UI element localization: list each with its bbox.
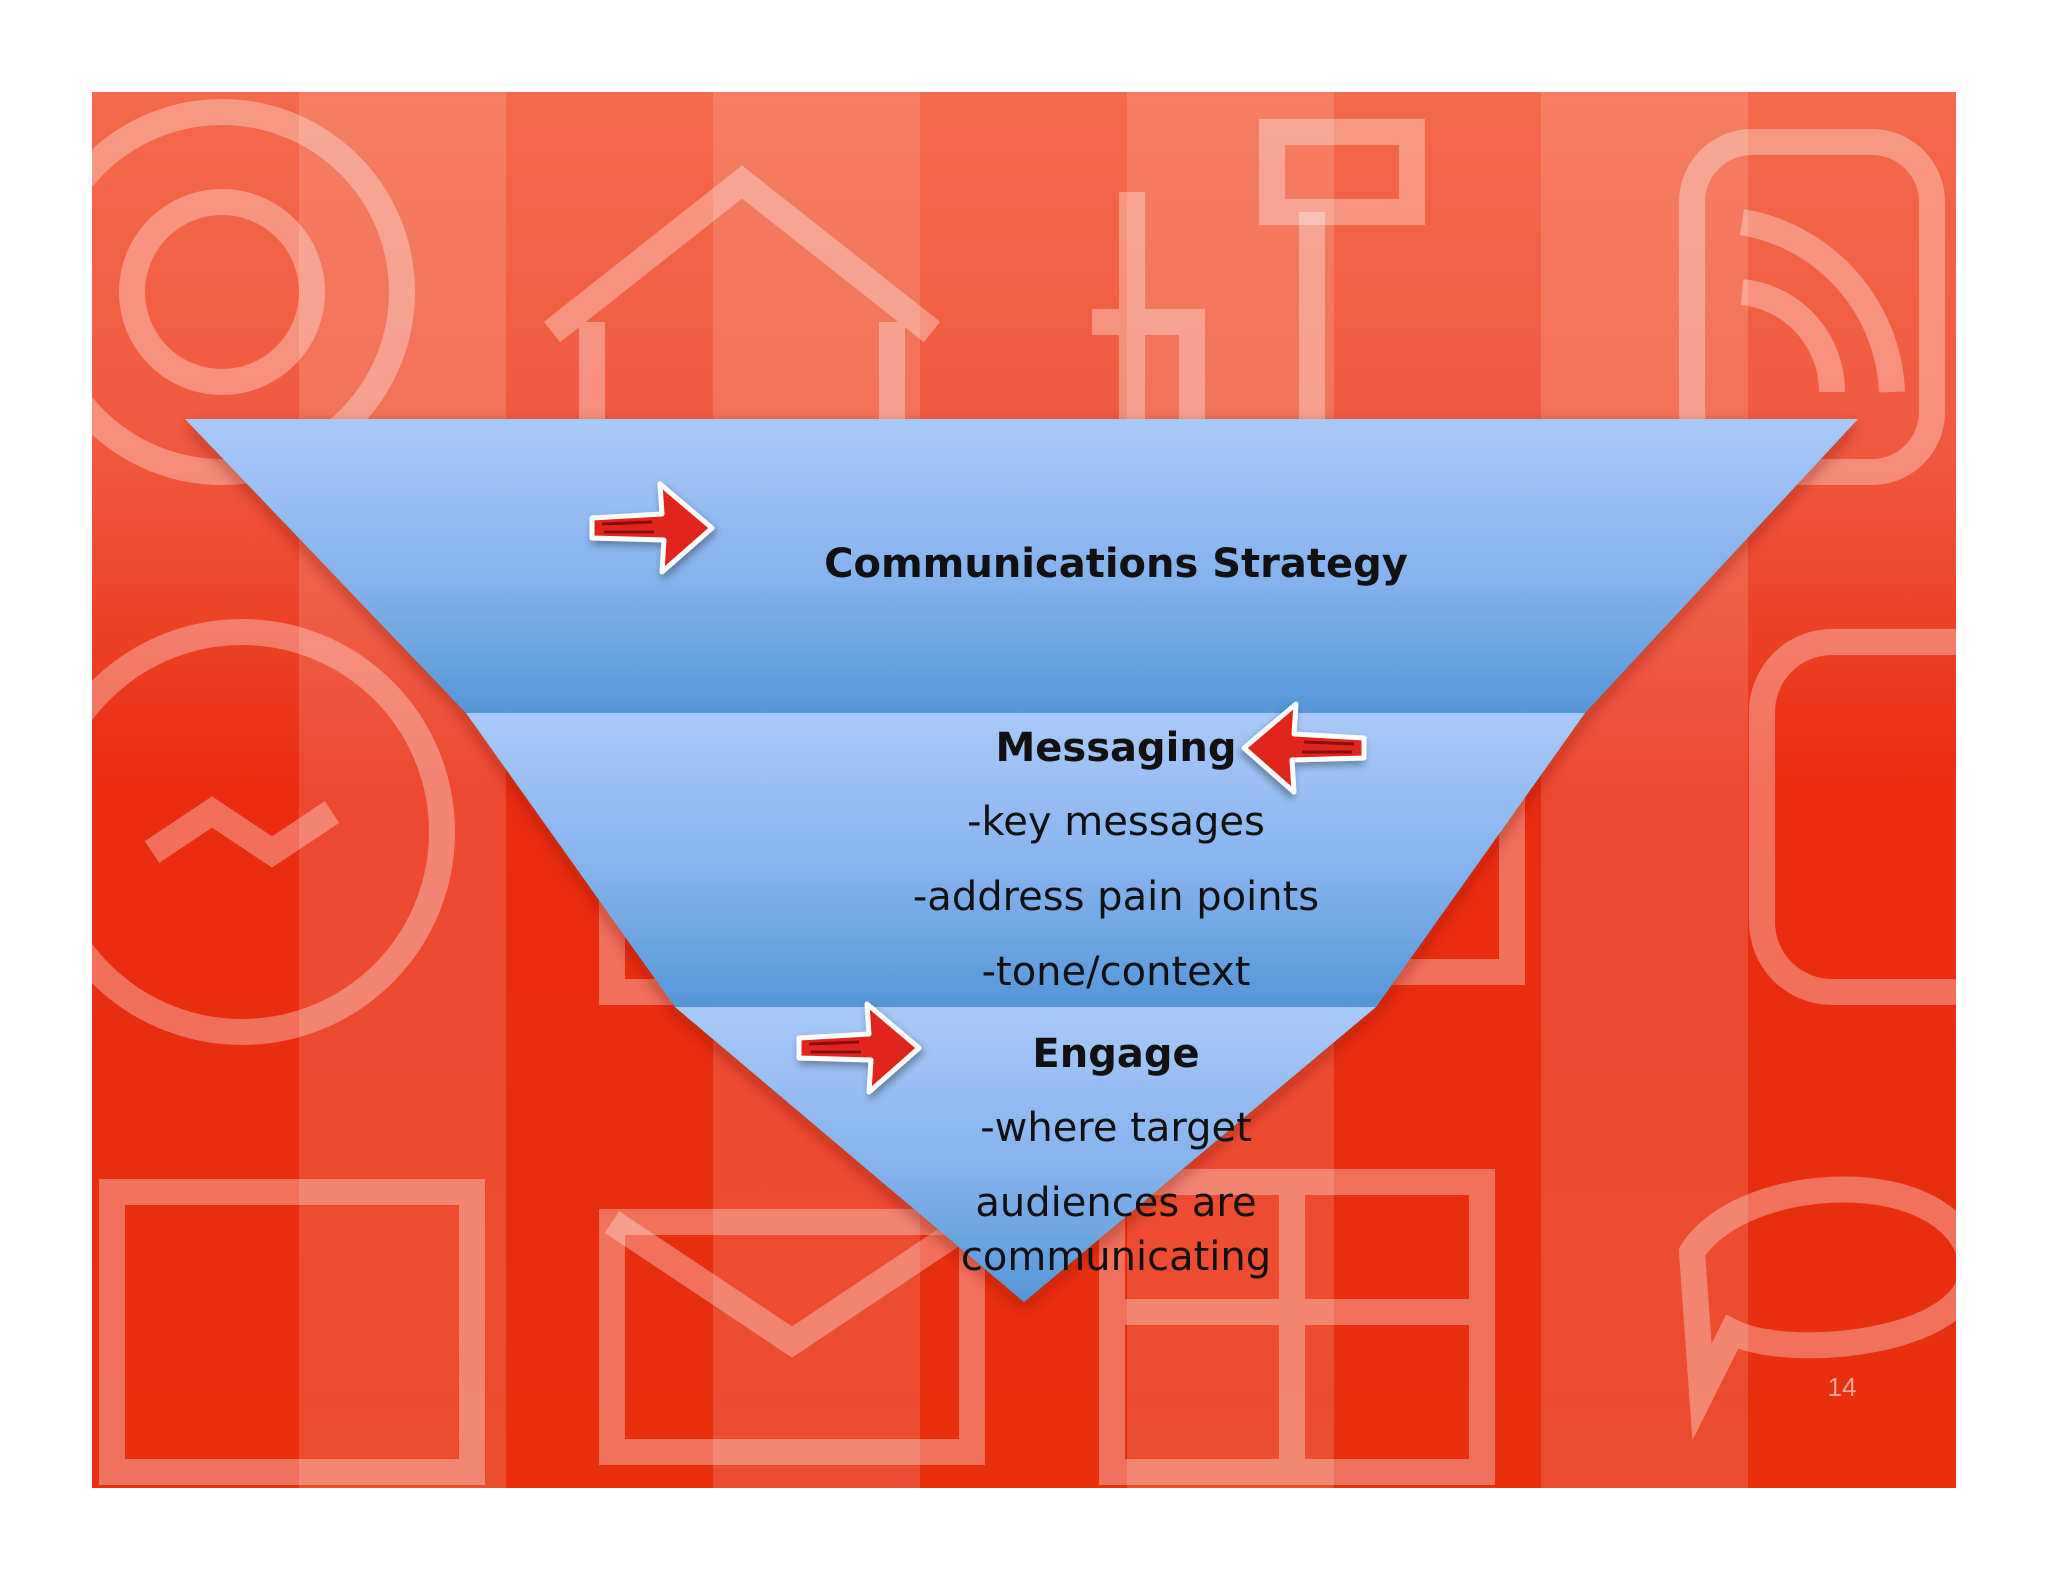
- level-3-item: -where target: [980, 1105, 1252, 1151]
- slide-number: 14: [1827, 1372, 1857, 1402]
- level-3-item: audiences are: [975, 1180, 1257, 1226]
- level-2-item: -address pain points: [912, 874, 1320, 920]
- right-arrow-icon: [796, 1001, 922, 1095]
- slide-background: [92, 92, 1956, 1488]
- level-2-heading: Messaging: [995, 725, 1237, 771]
- digg-icon: [1092, 119, 1425, 422]
- level-3-heading: Engage: [1032, 1031, 1200, 1077]
- stumbleupon-icon: [92, 619, 455, 1045]
- slide: Communications Strategy Messaging -key m…: [92, 92, 1956, 1488]
- mail-icon: [599, 1209, 985, 1465]
- level-1-heading: Communications Strategy: [824, 541, 1408, 587]
- google-icon: [1749, 629, 1956, 1005]
- funnel-level-1: [185, 419, 1858, 713]
- funnel-level-3: [675, 1007, 1376, 1302]
- level-2-item: -key messages: [967, 799, 1265, 845]
- level-2-item: -tone/context: [981, 949, 1251, 995]
- left-arrow-icon: [1241, 701, 1367, 795]
- delicious-icon: [92, 99, 415, 485]
- chat-bubble-icon: [1678, 1176, 1956, 1441]
- right-arrow-icon: [589, 481, 715, 575]
- funnel-diagram: [185, 419, 1858, 1302]
- rss-icon: [1679, 129, 1945, 485]
- level-3-item: communicating: [960, 1234, 1272, 1280]
- funnel-level-2: [466, 713, 1585, 1007]
